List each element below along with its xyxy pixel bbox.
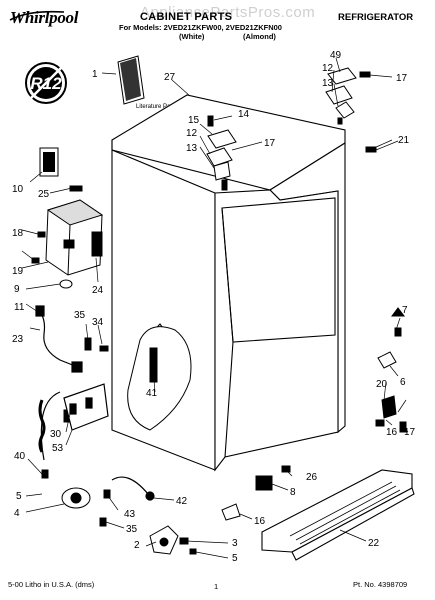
callout-53: 53 [52, 443, 64, 454]
callout-15: 15 [188, 115, 200, 126]
page-title: CABINET PARTS [140, 11, 233, 23]
callout-3: 3 [232, 538, 238, 549]
literature-booklet [117, 55, 145, 105]
callout-21: 21 [398, 135, 410, 146]
callout-30: 30 [50, 429, 62, 440]
callout-19: 19 [12, 266, 24, 277]
callout-11: 11 [14, 302, 25, 313]
callout-26: 26 [306, 472, 318, 483]
callout-27: 27 [164, 72, 176, 83]
right-side-parts [377, 307, 405, 419]
callout-43: 43 [124, 509, 136, 520]
r12-badge-icon: R12 [25, 62, 67, 104]
grille [261, 469, 415, 561]
variant-white: (White) [179, 32, 205, 41]
cabinet-opening [127, 326, 192, 431]
whirlpool-logo-swoosh-icon [9, 10, 65, 21]
callout-14: 14 [238, 109, 250, 120]
small-fasteners [31, 71, 407, 555]
callout-17-right: 17 [404, 427, 416, 438]
callout-42: 42 [176, 496, 188, 507]
callout-6: 6 [400, 377, 406, 388]
callout-labels: 1 2 3 4 5 5 6 7 8 9 10 11 12 12 13 13 14… [12, 50, 416, 564]
callout-1: 1 [92, 69, 98, 80]
callout-24: 24 [92, 285, 104, 296]
callout-16-right: 16 [386, 427, 398, 438]
variant-almond: (Almond) [243, 32, 276, 41]
callout-23: 23 [12, 334, 24, 345]
callout-34: 34 [92, 317, 104, 328]
callout-9: 9 [14, 284, 20, 295]
callout-20: 20 [376, 379, 388, 390]
leader-lines [21, 57, 409, 559]
part-10-connector [39, 147, 59, 177]
callout-18: 18 [12, 228, 24, 239]
callout-7: 7 [402, 305, 408, 316]
footer-part-number: Pt. No. 4398709 [353, 580, 408, 589]
part-30-harness [38, 383, 109, 461]
footer-page-number: 1 [214, 582, 219, 591]
callout-8: 8 [290, 487, 296, 498]
callout-41: 41 [146, 388, 158, 399]
brand-logo: Whirlpool [10, 8, 79, 27]
category-label: REFRIGERATOR [338, 12, 414, 23]
callout-5-bottom: 5 [232, 553, 238, 564]
literature-parts-label: Literature Parts [136, 104, 178, 110]
models-label: For Models: 2VED21ZKFW00, 2VED21ZKFN00 [119, 23, 282, 32]
callout-12-top: 12 [322, 63, 334, 74]
callout-49: 49 [330, 50, 342, 61]
callout-17-top: 17 [396, 73, 408, 84]
part-8-clip [221, 475, 273, 521]
callout-17-mid: 17 [264, 138, 276, 149]
callout-22: 22 [368, 538, 380, 549]
callout-25: 25 [38, 189, 50, 200]
watermark: AppliancePartsPros.com [140, 4, 316, 21]
callout-2: 2 [134, 540, 140, 551]
callout-12-mid: 12 [186, 128, 198, 139]
callout-16-bottom: 16 [254, 516, 266, 527]
callout-13-mid: 13 [186, 143, 198, 154]
footer-print-info: 5-00 Litho in U.S.A. (dms) [8, 580, 95, 589]
callout-10: 10 [12, 184, 24, 195]
wiring-harness [35, 305, 83, 373]
callout-5-left: 5 [16, 491, 22, 502]
part-42-tube [111, 476, 155, 501]
callout-13-top: 13 [322, 78, 334, 89]
callout-4: 4 [14, 508, 20, 519]
top-hinge-parts [206, 67, 357, 181]
callout-35-lower: 35 [126, 524, 138, 535]
part-2-bracket [149, 525, 179, 555]
part-24-bracket [45, 199, 104, 276]
front-roller [61, 487, 91, 509]
callout-40: 40 [14, 451, 26, 462]
callout-35-upper: 35 [74, 310, 86, 321]
